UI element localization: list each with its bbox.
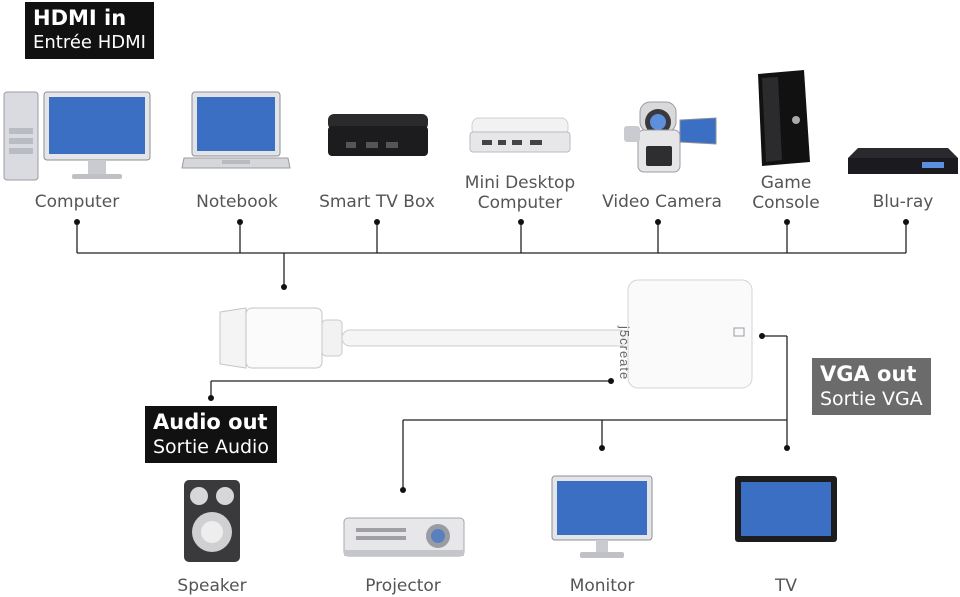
source-label-video-camera: Video Camera: [602, 192, 722, 212]
output-label-tv: TV: [774, 576, 797, 596]
bluray-player-icon: [848, 148, 958, 174]
source-label-bluray: Blu-ray: [872, 192, 934, 212]
source-label-smart-tv-box: Smart TV Box: [319, 192, 435, 212]
laptop-icon: [181, 91, 291, 169]
source-label-mini-desktop: Mini Desktop Computer: [464, 173, 576, 213]
game-console-icon: [758, 70, 810, 166]
projector-icon: [343, 517, 465, 557]
hdmi-in-title: HDMI in: [33, 6, 127, 30]
audio-out-title: Audio out: [153, 410, 268, 434]
audio-out-subtitle: Sortie Audio: [153, 436, 269, 458]
tv-icon: [735, 476, 837, 542]
output-label-projector: Projector: [365, 576, 441, 596]
desktop-computer-icon: [3, 91, 151, 181]
vga-out-subtitle: Sortie VGA: [820, 388, 923, 410]
tv-box-icon: [328, 114, 428, 156]
source-label-game-console: Game Console: [752, 173, 820, 213]
hdmi-in-tag: HDMI in Entrée HDMI: [25, 2, 154, 59]
hdmi-in-subtitle: Entrée HDMI: [33, 32, 146, 53]
speaker-icon: [184, 480, 240, 562]
mini-pc-icon: [469, 117, 571, 153]
monitor-icon: [551, 475, 653, 558]
vga-out-tag: VGA out Sortie VGA: [812, 358, 931, 415]
vga-out-title: VGA out: [820, 362, 917, 386]
output-label-speaker: Speaker: [177, 576, 247, 596]
audio-out-tag: Audio out Sortie Audio: [145, 406, 277, 463]
camcorder-icon: [624, 101, 717, 173]
hdmi-plug: [219, 307, 247, 369]
hdmi-vga-adapter: [219, 279, 753, 389]
adapter-brand-logo: j5create: [617, 326, 632, 381]
source-label-notebook: Notebook: [196, 192, 278, 212]
output-label-monitor: Monitor: [569, 576, 635, 596]
source-label-computer: Computer: [34, 192, 120, 212]
